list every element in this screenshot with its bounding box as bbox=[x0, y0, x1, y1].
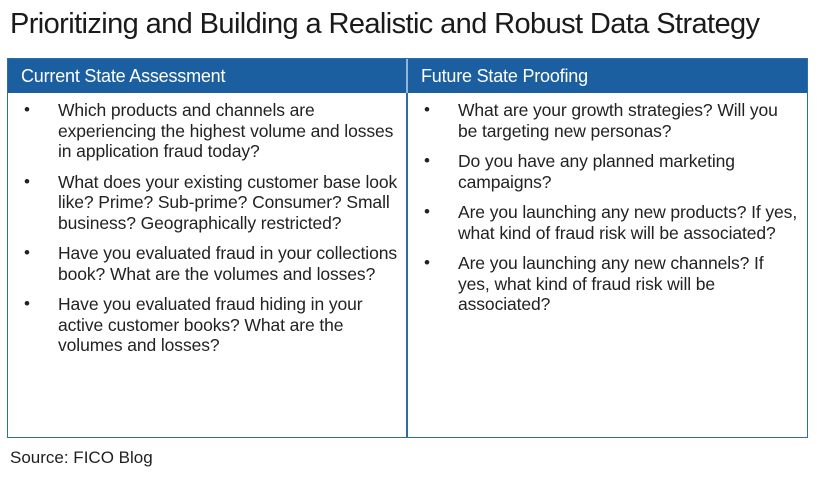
table-body-row: • Which products and channels are experi… bbox=[8, 93, 807, 437]
list-item-text: Have you evaluated fraud hiding in your … bbox=[58, 294, 363, 355]
current-state-list: • Which products and channels are experi… bbox=[8, 100, 406, 356]
list-item: • Have you evaluated fraud hiding in you… bbox=[8, 294, 406, 356]
list-item: • Do you have any planned marketing camp… bbox=[408, 151, 807, 192]
list-item-text: Are you launching any new products? If y… bbox=[458, 202, 798, 243]
list-item: • Are you launching any new products? If… bbox=[408, 202, 807, 243]
bullet-icon: • bbox=[24, 100, 30, 119]
list-item-text: Have you evaluated fraud in your collect… bbox=[58, 243, 397, 284]
list-item-text: Are you launching any new channels? If y… bbox=[458, 253, 764, 314]
future-state-cell: • What are your growth strategies? Will … bbox=[408, 93, 807, 437]
bullet-icon: • bbox=[24, 243, 30, 262]
list-item: • What are your growth strategies? Will … bbox=[408, 100, 807, 141]
list-item-text: What does your existing customer base lo… bbox=[58, 171, 398, 233]
column-header-future-state: Future State Proofing bbox=[421, 66, 588, 86]
list-item: • What does your existing customer base … bbox=[8, 172, 406, 234]
bullet-icon: • bbox=[424, 253, 430, 272]
list-item-text: Which products and channels are experien… bbox=[58, 100, 394, 161]
list-item: • Which products and channels are experi… bbox=[8, 100, 406, 162]
table-header-row: Current State Assessment Future State Pr… bbox=[8, 59, 807, 93]
source-note: Source: FICO Blog bbox=[10, 448, 153, 467]
list-item-text: Do you have any planned marketing campai… bbox=[458, 151, 735, 192]
page-title: Prioritizing and Building a Realistic an… bbox=[10, 8, 760, 40]
list-item-text: What are your growth strategies? Will yo… bbox=[458, 100, 778, 141]
list-item: • Are you launching any new channels? If… bbox=[408, 253, 807, 315]
bullet-icon: • bbox=[424, 202, 430, 221]
bullet-icon: • bbox=[424, 100, 430, 119]
current-state-cell: • Which products and channels are experi… bbox=[8, 93, 408, 437]
bullet-icon: • bbox=[24, 171, 30, 191]
list-item: • Have you evaluated fraud in your colle… bbox=[8, 243, 406, 284]
bullet-icon: • bbox=[24, 294, 30, 313]
column-header-current-state: Current State Assessment bbox=[8, 59, 408, 93]
bullet-icon: • bbox=[424, 151, 430, 170]
future-state-list: • What are your growth strategies? Will … bbox=[408, 100, 807, 315]
comparison-table: Current State Assessment Future State Pr… bbox=[7, 58, 808, 438]
